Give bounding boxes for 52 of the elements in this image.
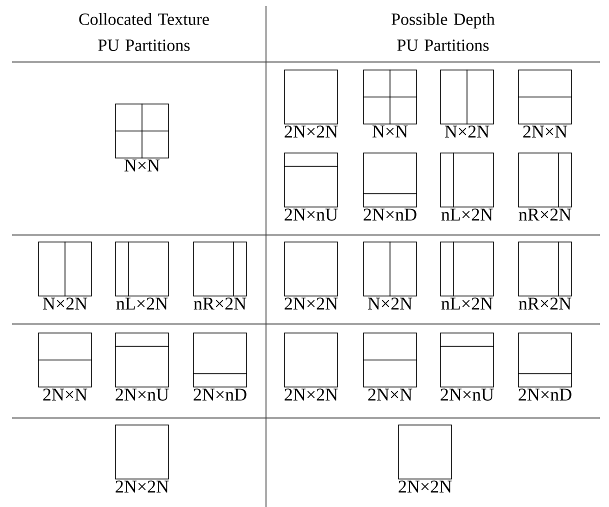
partition-drawing: 2N×N xyxy=(38,332,92,401)
node-label: 2N×2N xyxy=(116,480,169,493)
node-label: nL×2N xyxy=(441,298,493,310)
partition-drawing: nR×2N xyxy=(518,241,572,310)
partition-drawing: 2N×nD xyxy=(192,332,248,401)
node-label: 2N×2N xyxy=(284,298,338,310)
column-header: Collocated Texture PU Partitions xyxy=(79,13,209,51)
node-label: N×2N xyxy=(368,298,412,310)
partition-drawing: nL×2N xyxy=(440,241,494,310)
partition-drawing: N×2N xyxy=(363,241,417,310)
partition-drawing: 2N×nD xyxy=(518,332,572,401)
node-label: 2N×2N xyxy=(284,126,338,138)
partition-drawing: N×2N xyxy=(38,241,92,310)
node-label: N×2N xyxy=(444,126,490,138)
partition-drawing: nL×2N xyxy=(440,152,494,221)
partition-drawing: 2N×nD xyxy=(362,152,418,221)
node-label: 2N×nU xyxy=(284,208,338,221)
node-label: 2N×2N xyxy=(284,388,338,401)
partition-drawing: nR×2N xyxy=(518,152,572,221)
node-label: 2N×N xyxy=(368,388,412,401)
partition-drawing: N×N xyxy=(114,103,170,172)
node-label: 2N×nU xyxy=(116,388,169,401)
node-label: 2N×2N xyxy=(398,480,452,493)
node-label: nL×2N xyxy=(116,298,168,310)
node-label: 2N×nU xyxy=(440,388,494,401)
node-label: 2N×N xyxy=(523,126,568,138)
node-label: N×2N xyxy=(42,298,88,310)
partition-drawing: 2N×2N xyxy=(284,242,338,310)
partition-drawing: nR×2N xyxy=(193,241,247,310)
node-label: nR×2N xyxy=(518,298,572,310)
partition-drawing: 2N×2N xyxy=(398,424,452,493)
partition-drawing: N×2N xyxy=(440,69,494,138)
partition-drawing: nL×2N xyxy=(115,241,169,310)
node-label: 2N×nD xyxy=(194,388,246,401)
node-label: N×N xyxy=(372,126,408,138)
partition-drawing: 2N×2N xyxy=(284,70,338,138)
partition-drawing: 2N×nU xyxy=(284,152,338,221)
partition-drawing: 2N×N xyxy=(362,332,418,401)
partition-drawing: 2N×nU xyxy=(114,332,170,401)
node-label: 2N×nD xyxy=(364,208,416,221)
node-label: nR×2N xyxy=(518,208,572,221)
partition-drawing: 2N×N xyxy=(518,70,572,138)
node-label: 2N×nD xyxy=(518,388,572,401)
node-label: nR×2N xyxy=(194,298,246,310)
partition-drawing: 2N×2N xyxy=(115,424,169,493)
column-header: Possible Depth PU Partitions xyxy=(392,13,495,51)
partition-drawing: N×N xyxy=(362,69,418,138)
partition-drawing: 2N×2N xyxy=(284,332,338,401)
node-label: nL×2N xyxy=(441,208,493,221)
node-label: N×N xyxy=(124,160,160,172)
partition-drawing: 2N×nU xyxy=(440,332,494,401)
node-label: 2N×N xyxy=(43,388,88,401)
